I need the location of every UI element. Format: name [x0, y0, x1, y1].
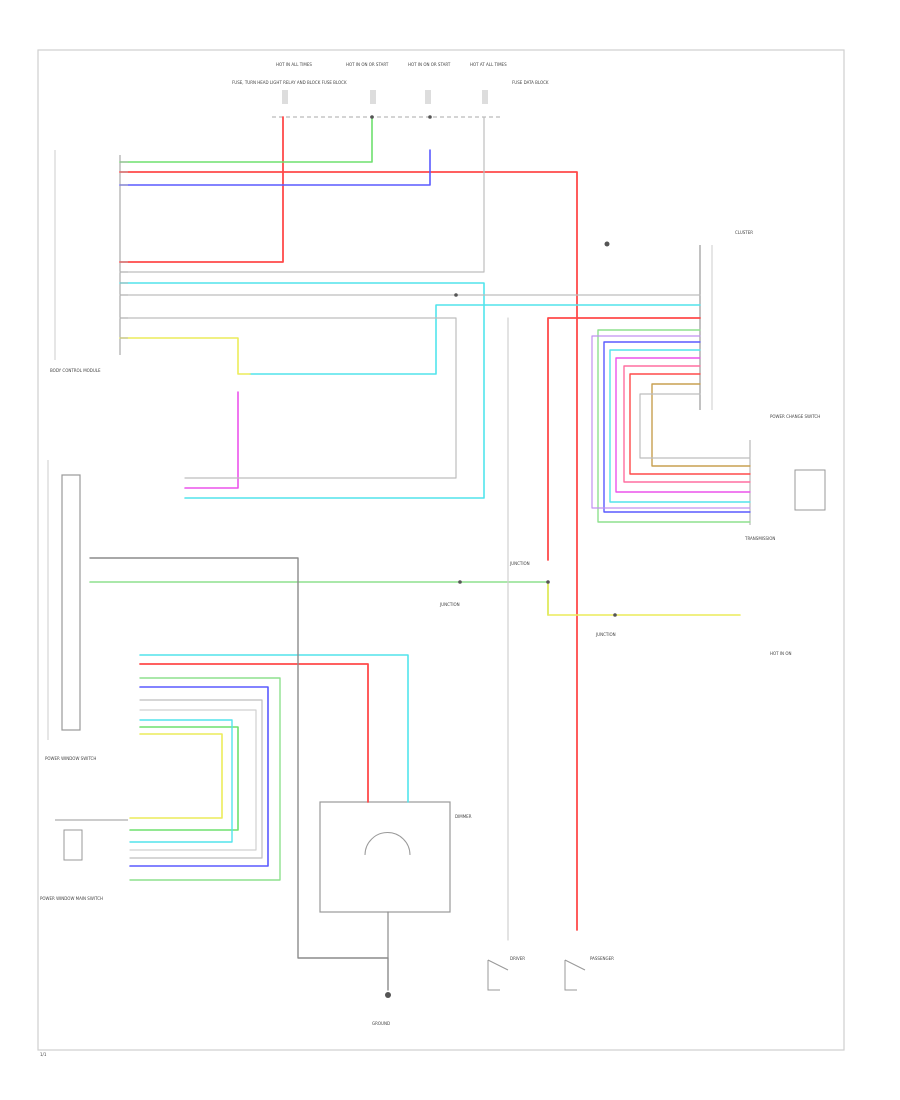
wire-magenta-2: [615, 357, 751, 493]
top-fuse-group: HOT IN ALL TIMES FUSE, TURN HEAD LIGHT R…: [232, 62, 549, 118]
central-switch-box: DIMMER: [319, 801, 472, 913]
wire-magenta-1: [184, 391, 239, 489]
wire-blue-3: [603, 341, 751, 513]
cluster-connector: CLUSTER: [604, 230, 753, 410]
transmission-label: TRANSMISSION: [744, 536, 775, 541]
bcm-connector: BODY CONTROL MODULE: [50, 150, 121, 373]
wire-green-4: [129, 677, 281, 881]
wire-gray-9: [639, 393, 751, 459]
wire-red-2: [119, 171, 578, 931]
top-fuse-3-label: HOT IN ON OR START: [408, 62, 451, 67]
cluster-label: CLUSTER: [735, 230, 753, 235]
wire-orange-1: [651, 383, 751, 467]
wire-yellow-1: [119, 337, 251, 375]
ground-label: GROUND: [372, 1021, 390, 1026]
wire-green-1: [119, 116, 373, 163]
wire-cyan-3: [139, 654, 409, 803]
splice-3: [458, 580, 462, 584]
top-fuse-1-desc: FUSE, TURN HEAD LIGHT RELAY AND BLOCK FU…: [232, 80, 347, 85]
lower-module-label: POWER WINDOW MAIN SWITCH: [40, 896, 103, 901]
splice-4: [613, 613, 617, 617]
wire-blue-1: [119, 149, 431, 186]
fuse-1: [282, 90, 288, 104]
cluster-connector-dot: [604, 241, 610, 247]
junction-label-1: JUNCTION: [439, 602, 460, 607]
fuse-3: [425, 90, 431, 104]
wire-pink-1: [623, 365, 751, 483]
splice-1: [454, 293, 458, 297]
junction-label-2: JUNCTION: [595, 632, 616, 637]
driver-label: DRIVER: [510, 956, 525, 961]
wire-red-4: [547, 317, 701, 561]
diagram-frame: [37, 49, 845, 1051]
splice-points: [370, 115, 617, 617]
wire-cyan-2: [249, 304, 701, 375]
top-fuse-2-label: HOT IN ON OR START: [346, 62, 389, 67]
bcm-pins: [120, 161, 128, 339]
wire-green-3: [129, 726, 239, 831]
bcm-label: BODY CONTROL MODULE: [50, 368, 101, 373]
splice-6: [428, 115, 432, 119]
wire-green-2: [89, 581, 549, 616]
wire-cyan-1: [119, 282, 485, 499]
wires: [89, 116, 751, 991]
wire-yellow-2: [129, 733, 223, 819]
wire-blue-2: [129, 686, 269, 867]
wire-red-3: [139, 663, 369, 803]
door-switch-driver: DRIVER: [487, 956, 525, 991]
wire-green-5: [597, 329, 751, 523]
top-fuse-1-label: HOT IN ALL TIMES: [276, 62, 312, 67]
power-change-switch: POWER CHANGE SWITCH TRANSMISSION: [744, 414, 826, 541]
fuse-4: [482, 90, 488, 104]
door-switch-passenger: PASSENGER: [564, 956, 614, 991]
wire-gray-5: [89, 557, 389, 991]
junction-label-3: JUNCTION: [509, 561, 530, 566]
wire-violet-1: [591, 335, 751, 509]
wire-gray-8: [129, 709, 257, 851]
wire-cyan-5: [609, 349, 751, 503]
ground-symbol: GROUND: [372, 992, 391, 1026]
top-fuse-4-label: HOT AT ALL TIMES: [470, 62, 507, 67]
wire-yellow-3: [547, 581, 741, 616]
wire-red-5: [629, 373, 751, 475]
top-fuse-4-desc: FUSE DATA BLOCK: [512, 80, 549, 85]
passenger-label: PASSENGER: [590, 956, 614, 961]
wire-cyan-4: [129, 719, 233, 843]
dimmer-label: DIMMER: [455, 814, 472, 819]
lower-left-switch: POWER WINDOW MAIN SWITCH: [40, 819, 128, 901]
wire-gray-3: [119, 317, 457, 479]
sw-unit-label: POWER CHANGE SWITCH: [770, 414, 820, 419]
fuse-2: [370, 90, 376, 104]
door-lock-label: POWER WINDOW SWITCH: [45, 756, 96, 761]
power-window-switch-block: POWER WINDOW SWITCH: [45, 460, 96, 761]
wire-gray-1: [119, 116, 485, 273]
splice-5: [370, 115, 374, 119]
splice-2: [546, 580, 550, 584]
footer-label: 1/1: [40, 1052, 47, 1057]
wire-gray-6: [129, 699, 263, 859]
hot-on-label: HOT IN ON: [770, 651, 791, 656]
wire-red-1: [119, 116, 284, 263]
